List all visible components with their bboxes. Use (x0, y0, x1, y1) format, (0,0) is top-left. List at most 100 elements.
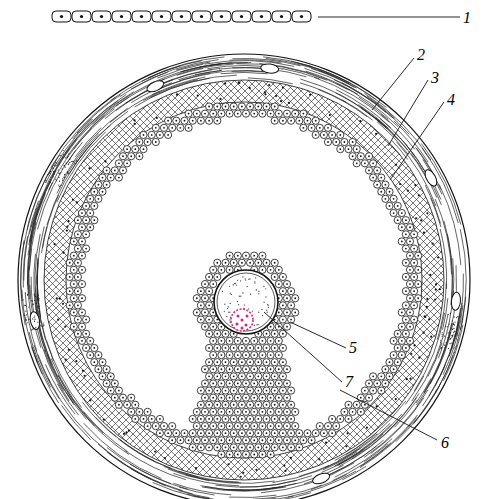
stipple (36, 303, 37, 304)
cell-nucleus (368, 397, 370, 399)
cell-nucleus (192, 446, 194, 448)
stipple (37, 299, 38, 300)
stipple (454, 352, 455, 353)
granulosa-cell (201, 309, 208, 316)
cell-nucleus (147, 141, 149, 143)
cell-nucleus (216, 106, 218, 108)
cell-nucleus (262, 354, 264, 356)
cell-nucleus (257, 390, 259, 392)
cell-nucleus (255, 469, 257, 471)
granulosa-cell (283, 437, 290, 444)
cell-nucleus (380, 390, 382, 392)
granulosa-cell (87, 351, 94, 358)
connective-fiber (443, 305, 463, 375)
cell-nucleus (180, 127, 182, 129)
granulosa-cell (242, 337, 249, 344)
connective-fiber (77, 95, 121, 133)
cell-nucleus (238, 81, 240, 83)
cell-nucleus (237, 255, 239, 257)
granulosa-cell (370, 160, 377, 167)
cytoplasm-granule (258, 291, 259, 292)
cell-nucleus (253, 425, 255, 427)
granulosa-cell (234, 437, 241, 444)
cell-nucleus (200, 15, 203, 18)
cell-nucleus (196, 411, 198, 413)
cell-nucleus (100, 15, 103, 18)
callout-number: 1 (462, 9, 472, 26)
granulosa-cell (275, 351, 282, 358)
cell-nucleus (237, 411, 239, 413)
cell-nucleus (114, 397, 116, 399)
cell-nucleus (216, 404, 218, 406)
granulosa-cell (279, 415, 286, 422)
stipple (62, 180, 63, 181)
cell-nucleus (241, 347, 243, 349)
granulosa-cell (160, 422, 167, 429)
cell-nucleus (229, 368, 231, 370)
granulosa-cell (132, 415, 139, 422)
cell-nucleus (89, 399, 91, 401)
granulosa-cell (222, 344, 229, 351)
cell-nucleus (221, 354, 223, 356)
cell-nucleus (102, 191, 104, 193)
cell-nucleus (76, 201, 78, 203)
cytoplasm-granule (263, 301, 264, 302)
granulosa-cell (132, 146, 139, 153)
granulosa-cell (251, 408, 258, 415)
granulosa-cell (218, 366, 225, 373)
stipple (450, 313, 451, 314)
connective-fiber (342, 466, 366, 479)
cell-nucleus (290, 432, 292, 434)
cell-nucleus (348, 148, 350, 150)
cell-nucleus (331, 418, 333, 420)
cell-nucleus (53, 243, 55, 245)
granulosa-cell (128, 394, 135, 401)
cytoplasm-granule (240, 280, 241, 281)
granulosa-cell (288, 430, 295, 437)
cell-nucleus (278, 397, 280, 399)
cell-nucleus (85, 248, 87, 250)
cell-nucleus (257, 432, 259, 434)
cell-nucleus (208, 375, 210, 377)
cytoplasm-granule (261, 309, 262, 310)
cytoplasm-granule (265, 296, 266, 297)
cell-nucleus (331, 432, 333, 434)
stipple (444, 344, 445, 345)
cell-nucleus (200, 404, 202, 406)
callout-number-box: 7 (344, 373, 354, 391)
cell-nucleus (245, 425, 247, 427)
cell-nucleus (399, 183, 401, 185)
granulosa-cell (255, 259, 262, 266)
epithelial-cell (272, 11, 291, 22)
cell-nucleus (114, 383, 116, 385)
cell-nucleus (257, 106, 259, 108)
granulosa-cell (406, 224, 413, 231)
cell-nucleus (188, 127, 190, 129)
stipple (31, 313, 32, 314)
granulosa-cell (255, 359, 262, 366)
cell-nucleus (240, 476, 242, 478)
granulosa-cell (226, 351, 233, 358)
granulosa-cell (402, 231, 409, 238)
cell-nucleus (249, 106, 251, 108)
granulosa-cell (316, 124, 323, 131)
cell-nucleus (241, 106, 243, 108)
granulosa-cell (206, 302, 213, 309)
granulosa-cell (70, 309, 77, 316)
granulosa-cell (283, 309, 290, 316)
granulosa-cell (345, 146, 352, 153)
granulosa-cell (185, 124, 192, 131)
granulosa-cell (210, 394, 217, 401)
stipple (59, 186, 60, 187)
granulosa-cell (292, 295, 299, 302)
cell-nucleus (106, 368, 108, 370)
granulosa-cell (152, 422, 159, 429)
cell-nucleus (389, 205, 391, 207)
granulosa-cell (300, 124, 307, 131)
granulosa-cell (160, 124, 167, 131)
cell-nucleus (180, 439, 182, 441)
stipple (69, 159, 70, 160)
cell-nucleus (240, 15, 243, 18)
cell-nucleus (118, 390, 120, 392)
cell-nucleus (294, 439, 296, 441)
